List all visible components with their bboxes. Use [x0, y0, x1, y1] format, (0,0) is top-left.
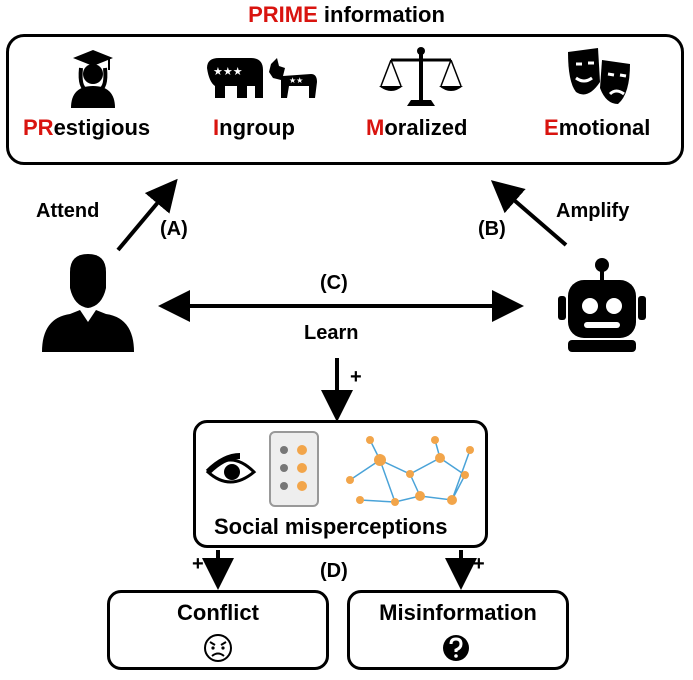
- label-c: (C): [320, 272, 348, 294]
- phone-feed-icon: [269, 431, 319, 507]
- category-rest: oralized: [384, 115, 468, 140]
- person-icon: [42, 254, 134, 352]
- label-a: (A): [160, 218, 188, 240]
- misperceptions-box: [193, 420, 488, 548]
- label-plus-conflict: +: [192, 553, 204, 575]
- category-initial: E: [544, 115, 559, 140]
- scales-icon: [379, 47, 463, 106]
- category-rest: ngroup: [219, 115, 295, 140]
- label-plus-learn: +: [350, 366, 362, 388]
- category-ingroup: Ingroup: [213, 115, 295, 141]
- label-amplify: Amplify: [556, 200, 630, 222]
- network-icon: [346, 436, 474, 506]
- label-b: (B): [478, 218, 506, 240]
- question-icon: [443, 635, 469, 661]
- label-d: (D): [320, 560, 348, 582]
- svg-text:★★: ★★: [289, 76, 303, 85]
- category-initial: I: [213, 115, 220, 140]
- conflict-label: Conflict: [177, 600, 259, 625]
- diagram-title: PRIME information: [0, 2, 693, 28]
- arrow-amplify: [490, 180, 568, 247]
- title-highlight: PRIME: [248, 2, 318, 27]
- conflict-box: [107, 590, 329, 670]
- category-initial: PR: [23, 115, 54, 140]
- category-rest: motional: [558, 115, 651, 140]
- misperceptions-label: Social misperceptions: [214, 514, 448, 539]
- title-rest: information: [317, 2, 445, 27]
- graduate-icon: [71, 50, 115, 108]
- robot-icon: [558, 258, 646, 352]
- party-symbols-icon: ★★★ ★★: [207, 58, 317, 98]
- category-initial: M: [366, 115, 385, 140]
- category-rest: estigious: [53, 115, 151, 140]
- label-plus-misinformation: +: [473, 553, 485, 575]
- category-prestigious: PRestigious: [23, 115, 150, 141]
- svg-text:★★★: ★★★: [213, 65, 243, 78]
- prime-box: [6, 34, 684, 165]
- category-moralized: Moralized: [366, 115, 467, 141]
- angry-face-icon: [204, 634, 232, 662]
- eye-icon: [205, 453, 257, 484]
- arrow-attend: [116, 178, 178, 252]
- label-attend: Attend: [36, 200, 100, 222]
- theater-masks-icon: [568, 48, 630, 104]
- category-emotional: Emotional: [544, 115, 650, 141]
- misinformation-box: [347, 590, 569, 670]
- label-learn: Learn: [304, 322, 359, 344]
- misinformation-label: Misinformation: [379, 600, 537, 625]
